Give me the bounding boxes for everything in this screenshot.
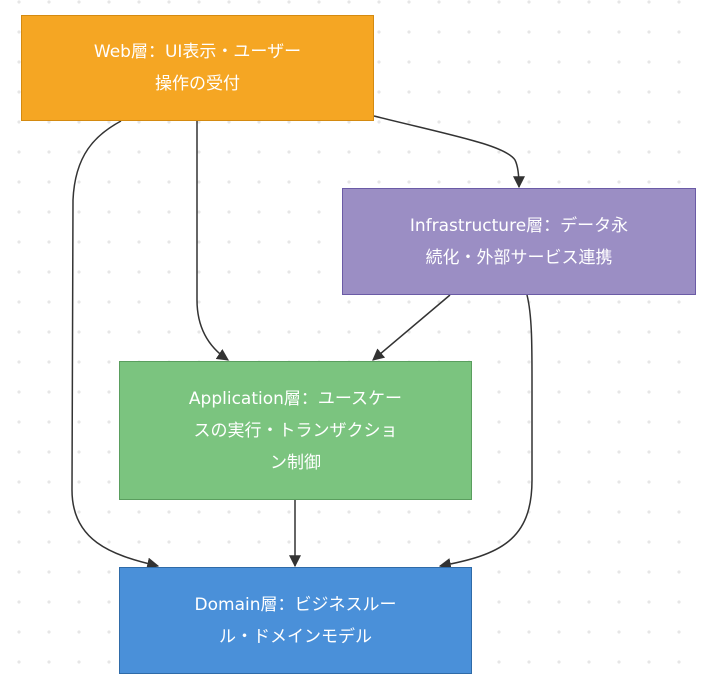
node-domain-layer-label: Domain層：ビジネスルー ル・ドメインモデル: [194, 594, 397, 647]
node-application-layer-label: Application層：ユースケー スの実行・トランザクショ ン制御: [188, 388, 403, 473]
node-infrastructure-layer[interactable]: Infrastructure層：データ永 続化・外部サービス連携: [342, 188, 696, 295]
node-infrastructure-layer-label: Infrastructure層：データ永 続化・外部サービス連携: [409, 215, 629, 268]
edge-web-to-infra: [373, 115, 525, 189]
node-web-layer-label: Web層：UI表示・ユーザー 操作の受付: [93, 42, 302, 94]
edge-web-to-app: [196, 121, 229, 361]
node-domain-layer[interactable]: Domain層：ビジネスルー ル・ドメインモデル: [119, 567, 472, 674]
edge-web-to-domain: [71, 120, 160, 570]
edge-infra-to-app: [372, 294, 451, 361]
node-application-layer[interactable]: Application層：ユースケー スの実行・トランザクショ ン制御: [119, 361, 472, 500]
node-web-layer[interactable]: Web層：UI表示・ユーザー 操作の受付: [21, 15, 374, 121]
edge-infra-to-domain: [438, 294, 533, 570]
